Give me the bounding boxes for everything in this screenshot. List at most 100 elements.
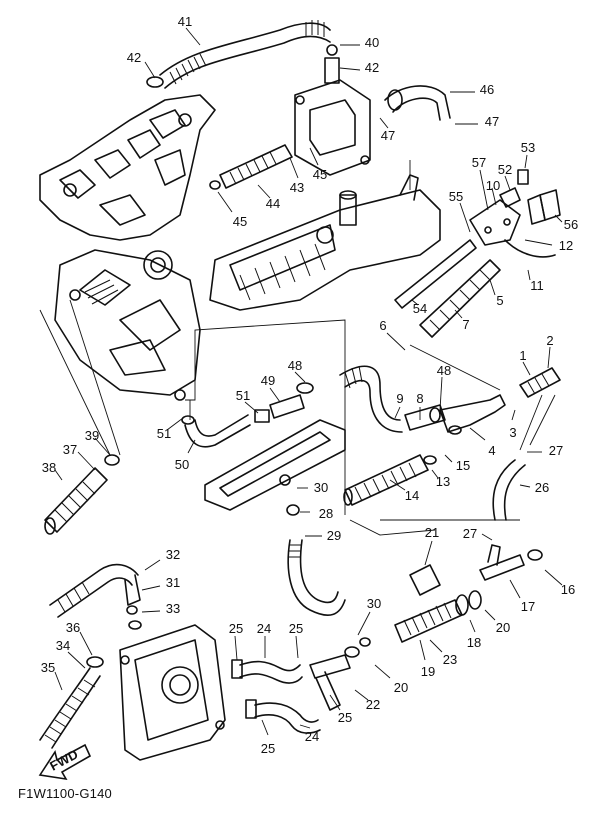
hose-9: [339, 365, 403, 433]
callout-11: 11: [530, 278, 544, 293]
callout-33: 33: [166, 601, 180, 616]
hose-1: [519, 367, 561, 398]
callout-41: 41: [178, 14, 192, 29]
callout-25: 25: [229, 621, 243, 636]
callout-56: 56: [564, 217, 578, 232]
callout-18: 18: [467, 635, 481, 650]
callout-51: 51: [236, 388, 250, 403]
callout-15: 15: [456, 458, 470, 473]
valve-housing: [294, 44, 371, 176]
hose-44: [209, 144, 293, 190]
callout-22: 22: [366, 697, 380, 712]
diagram-code: F1W1100-G140: [18, 786, 112, 801]
bracket-10: [469, 199, 556, 258]
callout-34: 34: [56, 638, 70, 653]
water-lock-pipe: [209, 174, 441, 311]
hose-46: [384, 85, 451, 121]
callout-2: 2: [546, 333, 553, 348]
hose-38: [44, 454, 120, 535]
callout-32: 32: [166, 547, 180, 562]
callout-47: 47: [381, 128, 395, 143]
callout-45: 45: [313, 167, 327, 182]
hose-7: [394, 239, 501, 338]
cooling-manifold: [204, 419, 346, 511]
callout-25c: 25: [338, 710, 352, 725]
bracket-21: [409, 564, 441, 596]
callout-25b: 25: [289, 621, 303, 636]
hose-32: [49, 563, 142, 630]
engine-block: [54, 249, 201, 401]
callout-43: 43: [290, 180, 304, 195]
callout-57: 57: [472, 155, 486, 170]
fitting-52-53: [499, 169, 529, 208]
callout-4: 4: [488, 443, 495, 458]
callout-7: 7: [462, 317, 469, 332]
callout-48: 48: [288, 358, 302, 373]
callout-17: 17: [521, 599, 535, 614]
callout-29: 29: [327, 528, 341, 543]
callout-49: 49: [261, 373, 275, 388]
callout-38: 38: [42, 460, 56, 475]
callout-23: 23: [443, 652, 457, 667]
tee-22: [309, 637, 371, 711]
hose-19: [394, 590, 482, 643]
callout-42: 42: [127, 50, 141, 65]
callout-31: 31: [166, 575, 180, 590]
callout-12: 12: [559, 238, 573, 253]
callout-20b: 20: [394, 680, 408, 695]
callout-47b: 47: [485, 114, 499, 129]
callout-10: 10: [486, 178, 500, 193]
callout-37: 37: [63, 442, 77, 457]
hose-41: [159, 20, 331, 89]
callout-40: 40: [365, 35, 379, 50]
callout-53: 53: [521, 140, 535, 155]
fwd-arrow-icon: FWD: [38, 743, 92, 781]
callout-21: 21: [425, 525, 439, 540]
callout-3: 3: [509, 425, 516, 440]
hose-24-lower: [245, 699, 321, 734]
callout-8: 8: [416, 391, 423, 406]
callout-35: 35: [41, 660, 55, 675]
callout-16: 16: [561, 582, 575, 597]
callout-26: 26: [535, 480, 549, 495]
callout-45b: 45: [233, 214, 247, 229]
hose-35: [39, 656, 104, 749]
callout-1: 1: [519, 348, 526, 363]
callout-19: 19: [421, 664, 435, 679]
pipe-50: [181, 382, 314, 448]
exhaust-manifold: [39, 94, 216, 241]
tee-17: [479, 544, 543, 581]
callout-13: 13: [436, 474, 450, 489]
fitting-56: [527, 189, 561, 225]
callout-24b: 24: [305, 729, 319, 744]
callout-14: 14: [405, 488, 419, 503]
callout-9: 9: [396, 391, 403, 406]
callout-30: 30: [314, 480, 328, 495]
pump-box: [119, 624, 226, 761]
callout-44: 44: [266, 196, 280, 211]
callout-50: 50: [175, 457, 189, 472]
hose-24-upper: [231, 659, 303, 684]
hose-29: [286, 504, 346, 616]
callout-20: 20: [496, 620, 510, 635]
callout-5: 5: [496, 293, 503, 308]
callout-42b: 42: [365, 60, 379, 75]
clamp-42-left: [146, 76, 164, 88]
hose-26: [492, 459, 526, 521]
joint-8: [404, 394, 506, 435]
callout-27: 27: [549, 443, 563, 458]
callout-25d: 25: [261, 741, 275, 756]
hose-14: [343, 454, 437, 506]
callout-55: 55: [449, 189, 463, 204]
callout-48b: 48: [437, 363, 451, 378]
callout-6: 6: [379, 318, 386, 333]
callout-51b: 51: [157, 426, 171, 441]
callout-52: 52: [498, 162, 512, 177]
callout-labels: 41 40 42 42 46 47 47 45 43 44 45 53 57 5…: [41, 14, 578, 756]
callout-24: 24: [257, 621, 271, 636]
callout-27b: 27: [463, 526, 477, 541]
callout-39: 39: [85, 428, 99, 443]
callout-54: 54: [413, 301, 427, 316]
callout-36: 36: [66, 620, 80, 635]
